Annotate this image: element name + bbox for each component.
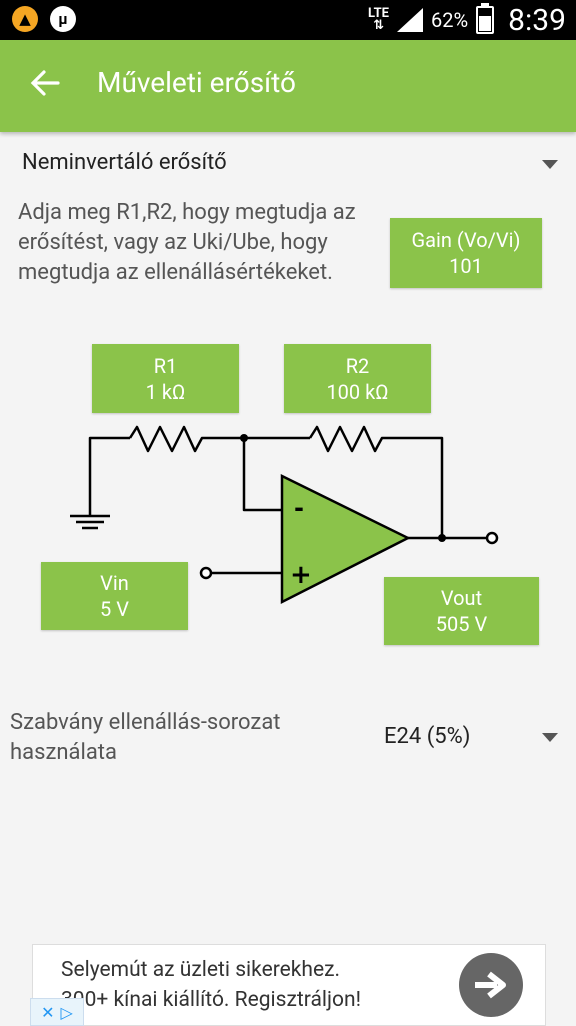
opamp-plus-sign: + [290,560,312,590]
status-bar: ▲ µ LTE⇅ 62% 8:39 [0,0,576,40]
r2-button[interactable]: R2 100 kΩ [284,344,431,413]
battery-percent: 62% [431,8,469,32]
ad-banner[interactable]: Selyemút az üzleti sikerekhez. 300+ kína… [32,944,546,1026]
resistor-series-spinner[interactable]: E24 (5%) [384,724,470,749]
r1-resistor [128,425,244,453]
clock: 8:39 [508,2,566,38]
vin-label: Vin [100,571,129,595]
amplifier-type-spinner[interactable]: Neminvertáló erősítő [22,150,562,184]
vin-terminal [199,566,213,580]
circuit-diagram: - + [70,425,499,605]
amplifier-type-value: Neminvertáló erősítő [22,150,227,175]
notification-icons: ▲ µ [12,6,76,32]
junction-dot [438,534,446,542]
ad-close-icon[interactable]: ✕ [41,1002,55,1022]
torrent-notification-icon: µ [50,6,76,32]
ad-choices-badge[interactable]: ✕ ▷ [30,998,84,1026]
battery-icon [476,3,495,34]
page-title: Műveleti erősítő [97,66,296,99]
back-arrow-icon[interactable] [30,68,66,104]
r1-label: R1 [153,353,178,378]
vout-value: 505 V [435,612,488,636]
vout-button[interactable]: Vout 505 V [384,577,539,645]
app-bar: Műveleti erősítő [0,40,576,132]
opamp-minus-sign: - [294,494,304,522]
instructions-text: Adja meg R1,R2, hogy megtudja az erősíté… [18,200,356,285]
ground-wire [88,436,130,515]
vout-terminal [485,531,499,545]
ad-text: Selyemút az üzleti sikerekhez. 300+ kína… [61,958,362,1012]
gain-value: 101 [449,254,483,278]
gain-button[interactable]: Gain (Vo/Vi) 101 [390,218,542,288]
ground-icon [70,514,110,530]
junction-dot [240,434,248,442]
r2-value: 100 kΩ [326,379,389,404]
vout-label: Vout [440,586,483,610]
resistor-series-value: E24 (5%) [384,724,471,749]
r1-button[interactable]: R1 1 kΩ [92,344,239,413]
lte-icon: LTE⇅ [368,6,389,33]
vin-value: 5 V [100,597,129,621]
ad-arrow-icon[interactable] [459,953,523,1017]
dropdown-arrow-icon [542,160,558,169]
r1-value: 1 kΩ [145,379,186,404]
ad-info-icon[interactable]: ▷ [60,1002,73,1022]
r2-label: R2 [345,353,370,378]
resistor-series-label: Szabvány ellenállás-sorozat használata [10,710,281,765]
app-notification-icon: ▲ [12,6,38,32]
r2-resistor [308,425,444,538]
inverting-input-wire [242,438,282,512]
gain-label: Gain (Vo/Vi) [411,228,521,252]
vin-button[interactable]: Vin 5 V [41,562,188,630]
signal-icon [397,8,423,32]
opamp-triangle [280,473,411,605]
series-dropdown-arrow-icon[interactable] [542,733,558,742]
